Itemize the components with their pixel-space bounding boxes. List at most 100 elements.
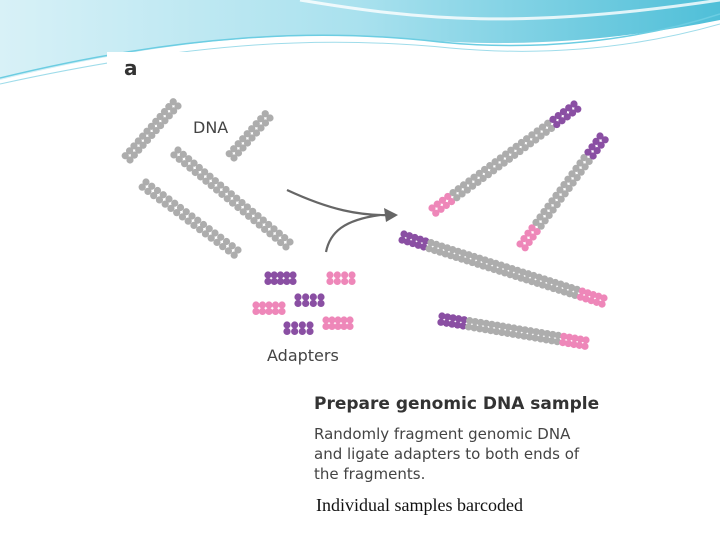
dna-base bbox=[547, 124, 556, 133]
adapter-base bbox=[594, 292, 603, 300]
dna-base bbox=[243, 130, 251, 138]
dna-base bbox=[230, 251, 238, 259]
dna-base bbox=[520, 332, 528, 340]
dna-base bbox=[490, 167, 498, 175]
dna-base bbox=[206, 172, 214, 180]
adapter-base bbox=[438, 196, 447, 204]
adapter-base bbox=[600, 294, 608, 302]
dna-base bbox=[484, 171, 492, 179]
dna-base bbox=[243, 139, 252, 147]
adapter-base bbox=[340, 316, 348, 324]
dna-base bbox=[565, 184, 573, 193]
dna-base bbox=[234, 149, 243, 157]
ligated-fragment bbox=[398, 230, 608, 308]
arrowhead bbox=[384, 208, 398, 222]
dna-base bbox=[171, 199, 179, 207]
dna-base bbox=[474, 260, 482, 268]
dna-base bbox=[544, 119, 552, 127]
dna-base bbox=[427, 239, 435, 247]
dna-base bbox=[190, 159, 198, 167]
adapter-base bbox=[278, 307, 286, 315]
dna-base bbox=[535, 273, 543, 281]
dna-base bbox=[566, 290, 574, 298]
adapter-base bbox=[341, 277, 349, 285]
step-title: Prepare genomic DNA sample bbox=[314, 394, 600, 414]
dna-base bbox=[560, 181, 568, 189]
dna-base bbox=[201, 230, 210, 238]
dna-base bbox=[562, 282, 570, 290]
dna-base bbox=[184, 217, 192, 225]
dna-base bbox=[501, 269, 509, 277]
dna-base bbox=[182, 208, 190, 216]
dna-base bbox=[432, 240, 441, 248]
dna-base bbox=[548, 337, 556, 345]
adapter-base bbox=[334, 316, 342, 324]
adapter-base bbox=[298, 327, 306, 335]
dna-base bbox=[507, 146, 515, 154]
dna-base bbox=[484, 264, 493, 272]
dna-base bbox=[130, 151, 138, 159]
adapter-base bbox=[581, 342, 589, 350]
adapter-base bbox=[403, 238, 412, 246]
dna-base bbox=[143, 127, 151, 135]
dna-base bbox=[528, 278, 536, 286]
dna-base bbox=[567, 284, 576, 292]
adapter-base bbox=[559, 108, 568, 116]
dna-base bbox=[250, 217, 258, 225]
dna-base bbox=[275, 229, 283, 237]
ligated-fragment bbox=[516, 132, 609, 252]
dna-base bbox=[477, 318, 485, 327]
dna-base bbox=[540, 275, 549, 283]
dna-base bbox=[248, 125, 256, 133]
dna-base bbox=[487, 327, 495, 335]
adapter-base bbox=[596, 132, 604, 140]
dna-base bbox=[165, 103, 173, 111]
dna-base bbox=[156, 112, 164, 121]
step-description-line: the fragments. bbox=[314, 465, 426, 483]
dna-base bbox=[554, 331, 562, 339]
dna-base bbox=[521, 326, 529, 334]
adapter-base bbox=[416, 235, 424, 243]
adapter-base bbox=[432, 209, 440, 217]
dna-base bbox=[549, 206, 557, 214]
dna-base bbox=[557, 195, 565, 203]
dna-base bbox=[234, 246, 242, 254]
dna-base bbox=[503, 329, 512, 337]
adapter-base bbox=[459, 322, 467, 330]
adapter-base bbox=[420, 243, 428, 251]
dna-base bbox=[502, 150, 510, 158]
dna-base bbox=[543, 329, 551, 338]
dna-base bbox=[454, 185, 462, 193]
dna-base bbox=[499, 322, 507, 330]
adapter-base bbox=[294, 299, 302, 307]
slide-caption: Individual samples barcoded bbox=[316, 495, 523, 515]
dna-base bbox=[254, 212, 262, 220]
dna-base bbox=[155, 196, 164, 204]
dna-base bbox=[169, 98, 177, 106]
dna-base bbox=[503, 263, 511, 271]
dna-base bbox=[495, 267, 503, 275]
adapter-base bbox=[276, 271, 285, 279]
dna-base bbox=[585, 157, 593, 166]
dna-base bbox=[228, 242, 236, 250]
dna-base bbox=[259, 216, 267, 224]
adapter-base bbox=[589, 290, 597, 299]
dna-base bbox=[475, 169, 483, 177]
dna-base bbox=[542, 336, 550, 344]
dna-base bbox=[465, 177, 473, 185]
dna-base bbox=[506, 271, 514, 279]
dna-base bbox=[139, 132, 147, 140]
dna-base bbox=[179, 150, 187, 158]
adapter-base bbox=[346, 316, 354, 324]
dna-base bbox=[517, 274, 525, 282]
adapter-base bbox=[428, 204, 436, 212]
dna-base bbox=[441, 250, 449, 258]
adapter-base bbox=[276, 277, 285, 285]
dna-base bbox=[470, 173, 478, 181]
adapter-base bbox=[348, 277, 356, 285]
dna-base bbox=[156, 122, 165, 130]
dna-base bbox=[546, 277, 554, 285]
adapter-base bbox=[438, 312, 446, 320]
dna-base bbox=[266, 114, 274, 122]
